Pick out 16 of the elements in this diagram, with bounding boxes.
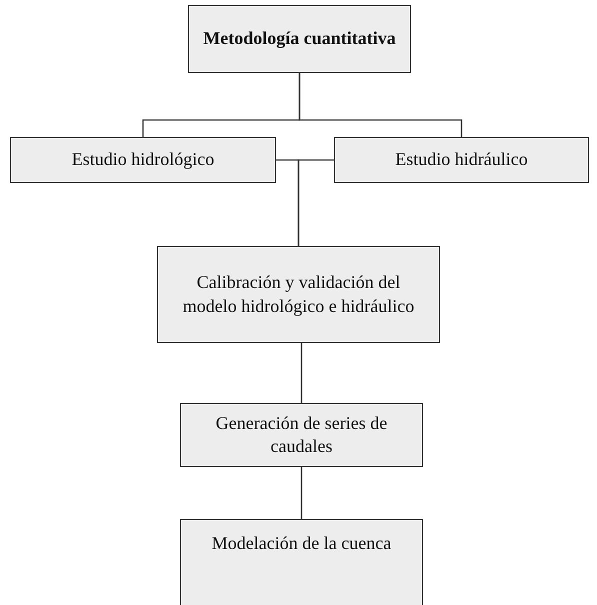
box-label: Estudio hidrológico [72,148,214,172]
process-box [188,5,411,73]
box-label: Generación de series de caudales [214,412,388,458]
process-box [180,403,423,467]
connector-line [300,343,302,403]
box-label: Estudio hidráulico [395,148,528,172]
process-box [157,246,440,343]
process-box [180,519,423,605]
box-label: Calibración y validación del modelo hidrológico e hidráulico [182,271,416,318]
box-label: Modelación de la cuenca [212,532,392,555]
connector-line [300,467,302,519]
connector-line [298,73,462,137]
process-box [334,137,589,183]
connector-line [298,159,334,246]
box-label: Metodología cuantitativa [203,27,396,50]
process-box [10,137,276,183]
